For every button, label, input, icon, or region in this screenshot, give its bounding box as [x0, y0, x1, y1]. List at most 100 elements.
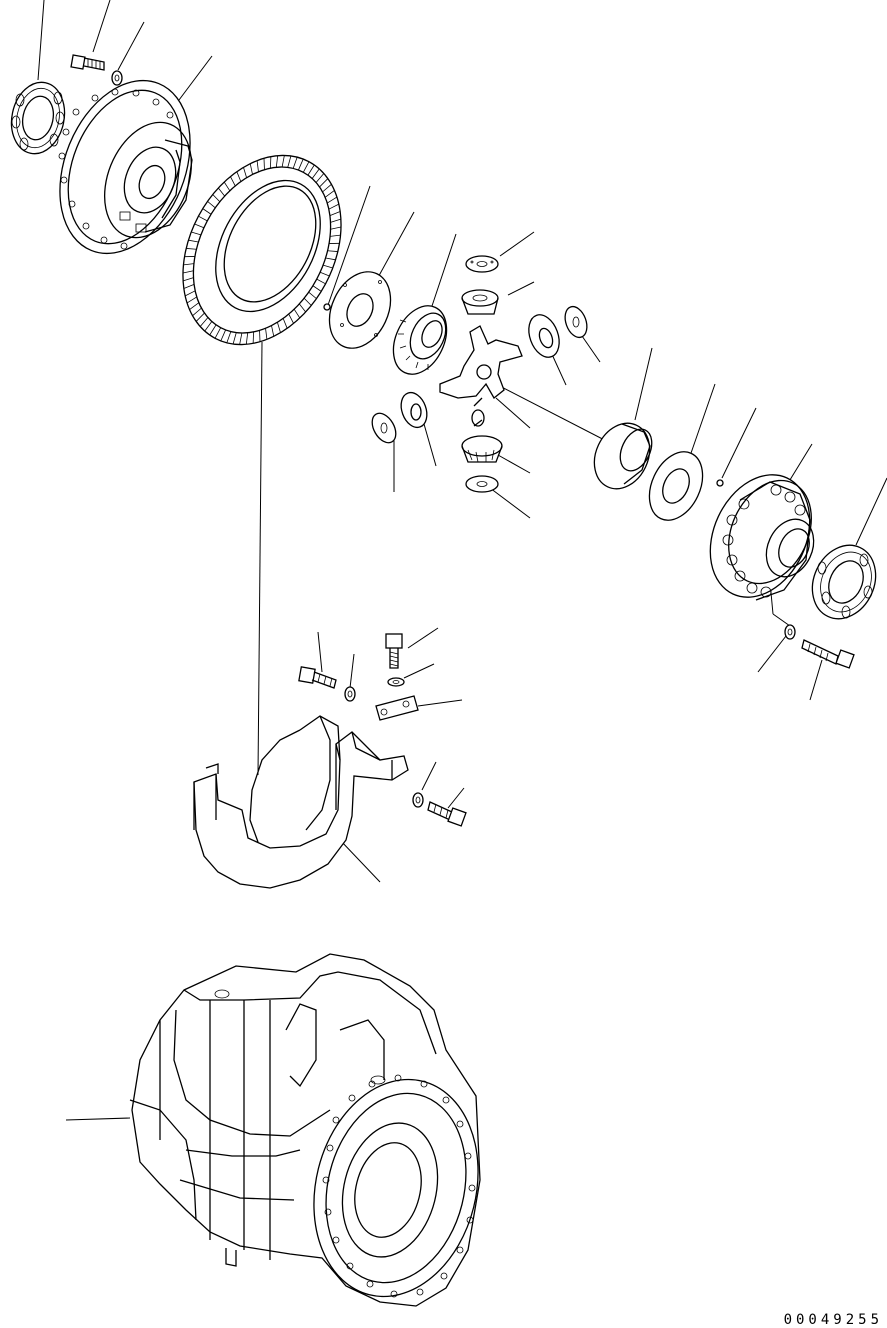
- ring-gear-tooth: [308, 291, 317, 299]
- bolt-upper-left: [70, 54, 105, 71]
- ring-gear-tooth: [328, 203, 340, 210]
- ring-gear-tooth: [226, 331, 232, 343]
- ring-gear-tooth: [322, 183, 332, 193]
- ring-gear-tooth: [183, 277, 194, 282]
- ring-gear-tooth: [243, 167, 248, 178]
- ring-gear-tooth: [214, 327, 222, 339]
- side-gear-2: [593, 422, 653, 490]
- ring-gear-tooth: [322, 264, 333, 269]
- thrust-washer-2: [648, 451, 704, 521]
- ring-gear-tooth: [319, 178, 329, 188]
- ring-gear-tooth: [204, 321, 213, 332]
- ring-gear-tooth: [183, 283, 195, 289]
- ring-gear-tooth: [324, 190, 335, 198]
- ring-gear-tooth: [183, 263, 194, 266]
- ring-gear-tooth: [192, 307, 202, 317]
- ring-gear-tooth: [218, 187, 226, 197]
- ring-gear-tooth: [186, 296, 197, 304]
- ring-gear-tooth: [194, 223, 205, 229]
- ring-gear-tooth: [209, 324, 217, 336]
- ring-gear-tooth: [182, 270, 194, 274]
- ring-gear-tooth: [265, 328, 268, 340]
- ring-gear-tooth: [330, 234, 341, 237]
- thrust-washer-1: [328, 271, 392, 349]
- ring-gear-tooth: [281, 155, 285, 168]
- spider: [439, 325, 523, 427]
- differential-case-left: [58, 79, 193, 255]
- washer-upper-left: [111, 70, 123, 86]
- ring-gear-tooth: [249, 163, 253, 175]
- ring-gear-tooth: [303, 297, 312, 306]
- ring-gear-tooth: [223, 181, 231, 191]
- ring-gear-tooth: [330, 218, 341, 223]
- ring-gear-tooth: [186, 248, 197, 250]
- pinion-gear-top: [461, 289, 499, 315]
- ring-gear-tooth: [302, 161, 310, 173]
- ring-gear-tooth: [307, 164, 315, 176]
- ring-gear-tooth: [256, 160, 259, 172]
- pin: [323, 303, 331, 311]
- washer-guard-lower: [412, 792, 424, 808]
- side-gear-1: [392, 305, 448, 375]
- pinion-washer-top: [465, 255, 499, 273]
- pinion-washer-bottom: [465, 475, 499, 493]
- pinion-gear-left: [400, 391, 428, 429]
- ring-gear-teeth: [182, 155, 342, 345]
- pinion-washer-right: [564, 305, 588, 339]
- ring-gear-tooth: [316, 278, 326, 285]
- bolt-right: [801, 639, 855, 669]
- ring-gear-tooth: [191, 231, 202, 236]
- ring-gear-tooth: [298, 303, 306, 313]
- ring-gear-tooth: [292, 157, 298, 169]
- ring-gear-tooth: [239, 332, 243, 345]
- ring-gear-tooth: [327, 250, 338, 252]
- ring-gear-tooth: [287, 155, 292, 168]
- pinion-gear-right: [528, 314, 560, 358]
- ring-gear-tooth: [330, 226, 342, 230]
- pinion-washer-left: [371, 412, 397, 444]
- axle-housing: [129, 953, 481, 1307]
- ring-gear-tooth: [327, 196, 338, 204]
- ring-gear-tooth: [276, 322, 281, 333]
- tapered-roller-bearing-left: [10, 81, 66, 155]
- ring-gear-tooth: [189, 302, 200, 310]
- ring-gear-tooth: [198, 215, 208, 222]
- ring-gear: [182, 154, 342, 346]
- washer-guard-left: [344, 686, 356, 702]
- ring-gear-tooth: [195, 312, 205, 322]
- washer-guard-top: [387, 677, 405, 687]
- ring-gear-tooth: [293, 309, 301, 319]
- pin-right: [716, 479, 724, 487]
- ring-gear-tooth: [315, 173, 325, 183]
- ring-gear-tooth: [329, 211, 341, 217]
- ring-gear-tooth: [207, 201, 216, 209]
- ring-gear-tooth: [188, 239, 199, 243]
- ring-gear-tooth: [288, 313, 294, 324]
- ring-gear-tooth: [312, 285, 322, 292]
- oil-guard: [193, 715, 409, 889]
- ring-gear-tooth: [230, 176, 236, 187]
- ring-gear-tooth: [202, 208, 212, 215]
- ring-gear-tooth: [311, 168, 320, 179]
- ring-gear-tooth: [245, 332, 249, 345]
- ring-gear-tooth: [220, 329, 226, 342]
- differential-case-right: [709, 474, 815, 601]
- bolt-guard-lower: [427, 801, 467, 827]
- ring-gear-tooth: [199, 317, 209, 327]
- pinion-gear-bottom: [461, 435, 503, 463]
- tapered-roller-bearing-right: [811, 544, 877, 620]
- bolt-guard-left: [298, 666, 337, 689]
- ring-gear-tooth: [298, 158, 304, 171]
- bolt-vertical: [385, 633, 403, 669]
- ring-gear-tooth: [282, 318, 288, 329]
- drawing-number: 00049255: [784, 1312, 883, 1328]
- leader-lines: [37, 0, 887, 1121]
- ring-gear-tooth: [232, 332, 237, 345]
- ring-gear-tooth: [325, 257, 336, 261]
- ring-gear-tooth: [236, 171, 242, 182]
- ring-gear-tooth: [212, 194, 221, 203]
- ring-gear-tooth: [319, 271, 330, 277]
- ring-gear-tooth: [275, 155, 279, 168]
- ring-gear-tooth: [271, 325, 275, 337]
